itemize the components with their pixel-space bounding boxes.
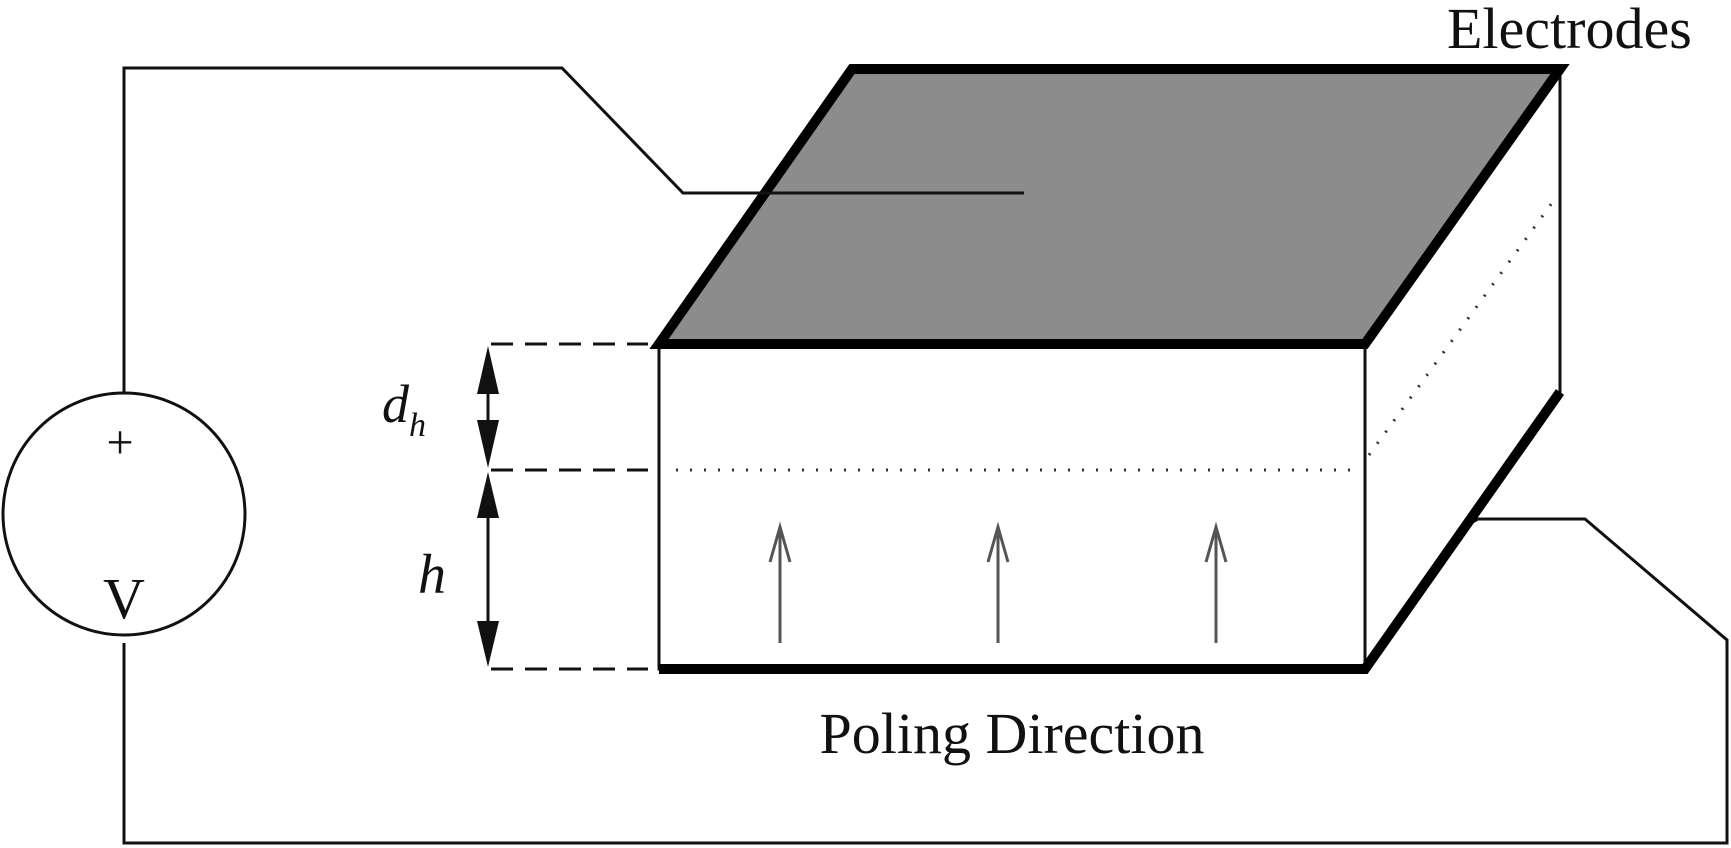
- poling-direction-label: Poling Direction: [819, 701, 1204, 766]
- poling-arrow-1: [768, 521, 792, 643]
- poling-arrow-3: [1204, 521, 1228, 643]
- voltage-symbol: V: [103, 566, 145, 631]
- height-arrowhead-up: [477, 472, 499, 518]
- electrodes-label: Electrodes: [1447, 0, 1692, 61]
- depth-label-subscript: h: [409, 407, 426, 444]
- depth-arrowhead-down: [477, 420, 499, 468]
- block-front-face: [657, 342, 1367, 671]
- voltage-source: [1, 391, 247, 637]
- top-electrode: [649, 64, 1570, 349]
- poling-arrows: [768, 521, 1228, 643]
- voltage-plus-sign: +: [106, 416, 133, 469]
- circuit-wire-bottom: [122, 517, 1729, 845]
- height-label: h: [418, 544, 446, 606]
- depth-arrowhead-up: [477, 346, 499, 394]
- height-arrowhead-down: [477, 621, 499, 667]
- poling-arrow-2: [986, 521, 1010, 643]
- hidden-layer-edge: [1367, 195, 1559, 456]
- depth-label: dh: [382, 374, 426, 444]
- bottom-electrode: [659, 389, 1565, 674]
